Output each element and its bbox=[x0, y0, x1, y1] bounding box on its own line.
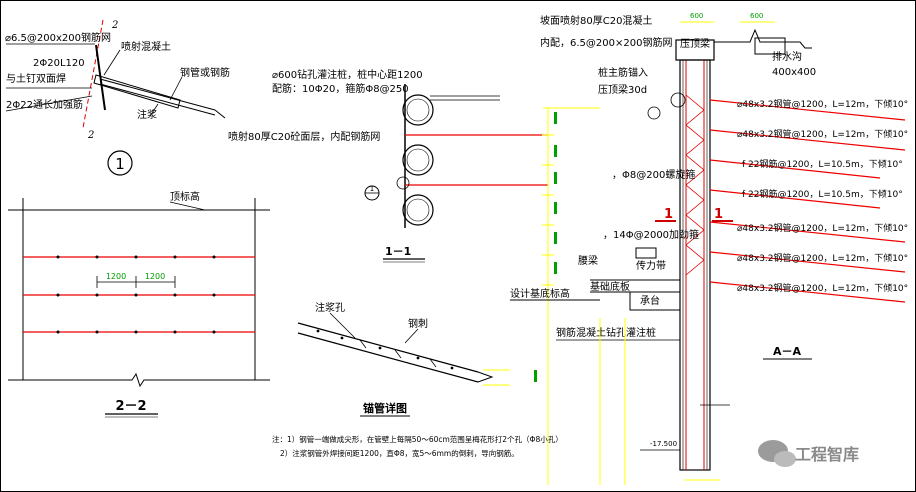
reinforce-label: 2Φ22通长加强筋 bbox=[6, 98, 83, 111]
section-2-2: 顶标高 1200 1200 2－2 bbox=[8, 190, 270, 418]
cut-line bbox=[82, 19, 104, 129]
note-1: 注：1）钢管一端做成尖形，在管壁上每隔50～60cm范围呈梅花形打2个孔（Φ8小… bbox=[272, 434, 563, 444]
cap-label: 承台 bbox=[640, 294, 660, 307]
note-2: 2）注浆钢管外焊接间距1200，直Φ8，宽5～6mm的倒刺，导向钢筋。 bbox=[280, 448, 519, 458]
design-base-label: 设计基底标高 bbox=[510, 287, 570, 300]
detail-marker-label: 1 bbox=[115, 155, 125, 173]
anchor-lines bbox=[709, 99, 906, 303]
leader bbox=[149, 103, 159, 117]
leader bbox=[169, 76, 183, 101]
mesh-label: ⌀6.5@200x200钢筋网 bbox=[5, 31, 111, 44]
steel-pipe bbox=[99, 78, 216, 111]
section-22-title: 2－2 bbox=[115, 399, 146, 414]
mesh-label-aa: 内配，6.5@200×200钢筋网 bbox=[540, 36, 672, 49]
leader bbox=[5, 95, 93, 112]
anchor-label-7: ⌀48x3.2钢管@1200，L=12m，下倾10° bbox=[737, 282, 908, 294]
pipe-tip bbox=[214, 109, 226, 119]
pile-cap bbox=[629, 291, 681, 311]
slope-top-label: 坡面喷射80厚C20混凝土 bbox=[540, 14, 652, 27]
shotcrete-spec: 喷射80厚C20砼面层，内配钢筋网 bbox=[228, 130, 380, 143]
anchor-label-2: ⌀48x3.2钢管@1200，L=12m，下倾10° bbox=[737, 128, 908, 140]
steel-pipe-b bbox=[99, 83, 216, 116]
shotcrete-label: 喷射混凝土 bbox=[121, 40, 171, 53]
anchor-label-1: ⌀48x3.2钢管@1200，L=12m，下倾10° bbox=[737, 98, 908, 110]
pipe-upper bbox=[297, 322, 479, 373]
pipe-detail-title: 锚管详图 bbox=[363, 401, 407, 415]
pipe-tip bbox=[477, 371, 494, 383]
drain-ditch bbox=[754, 37, 786, 55]
section-1-1: ⌀600钻孔灌注桩，桩中心距1200 配筋：10Φ20，箍筋Φ8@250 喷射8… bbox=[228, 68, 548, 263]
watermark-text: 工程智库 bbox=[795, 445, 859, 464]
hoop-label: ，14Φ@2000加劲箍 bbox=[603, 228, 699, 241]
section-marker-label: 1 bbox=[370, 185, 374, 193]
grout-label: 注浆 bbox=[137, 108, 157, 121]
pipe-detail: 注浆孔 钢刺 锚管详图 bbox=[297, 301, 510, 417]
anchor-label-6: ⌀48x3.2钢管@1200，L=12m，下倾10° bbox=[737, 252, 908, 264]
anchor-label-5: ⌀48x3.2钢管@1200，L=12m，下倾10° bbox=[737, 222, 908, 234]
marker-1-left: 1 bbox=[664, 207, 673, 222]
leader bbox=[103, 49, 121, 76]
top-dim-a: 600 bbox=[690, 12, 703, 20]
pipe-lower bbox=[297, 332, 479, 383]
section-11-title: 1－1 bbox=[385, 245, 411, 258]
pile bbox=[402, 144, 434, 176]
break-line bbox=[8, 372, 270, 388]
anchor-label-4: f 22钢筋@1200，L=10.5m，下倾10° bbox=[742, 188, 903, 200]
drain-label: 排水沟 bbox=[772, 50, 802, 63]
pile-body bbox=[679, 59, 711, 471]
pile-label: 钢筋混凝土钻孔灌注桩 bbox=[556, 326, 656, 339]
cap-beam bbox=[675, 39, 715, 61]
pile-circles bbox=[402, 94, 434, 226]
pile bbox=[402, 94, 434, 126]
nail-body bbox=[93, 74, 181, 109]
barb-label: 钢刺 bbox=[408, 317, 428, 330]
cut-label-b: 2 bbox=[87, 130, 94, 141]
dim-2: 1200 bbox=[145, 272, 165, 281]
anchor-label-3: f 22钢筋@1200，L=10.5m，下倾10° bbox=[742, 158, 903, 170]
pile bbox=[402, 194, 434, 226]
section-aa-title: A－A bbox=[773, 345, 802, 358]
waist-beam-label: 腰梁 bbox=[578, 254, 598, 267]
waist-beam bbox=[635, 247, 657, 259]
cut-label-a: 2 bbox=[111, 20, 118, 31]
pile-spec: ⌀600钻孔灌注桩，桩中心距1200 bbox=[272, 68, 423, 81]
anchor-label: 桩主筋锚入 bbox=[598, 66, 648, 79]
spiral-label: ，Φ8@200螺旋箍 bbox=[612, 168, 695, 181]
tie-label: 传力带 bbox=[636, 259, 666, 272]
section-a-a: 600 600 坡面喷射80厚C20混凝土 内配，6.5@200×200钢筋网 … bbox=[510, 12, 908, 485]
cap-beam-label: 压顶梁 bbox=[680, 37, 710, 50]
nail-heads bbox=[56, 255, 216, 334]
floor-label: 基础底板 bbox=[590, 280, 630, 293]
weld-label: 与土钉双面焊 bbox=[6, 72, 66, 85]
pipe-label: 钢管或钢筋 bbox=[180, 66, 230, 79]
detail-1: ⌀6.5@200x200钢筋网 2Φ20L120 与土钉双面焊 2Φ22通长加强… bbox=[5, 19, 230, 176]
wall-face bbox=[95, 44, 106, 111]
spiral-hoop bbox=[685, 94, 705, 276]
watermark: 工程智库 bbox=[758, 440, 859, 467]
steel-beam-label: 2Φ20L120 bbox=[33, 58, 85, 69]
leader bbox=[169, 201, 206, 211]
drain-size: 400x400 bbox=[772, 67, 816, 78]
rebar-spec: 配筋：10Φ20，箍筋Φ8@250 bbox=[272, 82, 409, 95]
dim-1: 1200 bbox=[106, 272, 126, 281]
top-level-label: 顶标高 bbox=[170, 190, 200, 203]
floor-level: -17.500 bbox=[650, 440, 677, 448]
marker-1-right: 1 bbox=[714, 207, 723, 222]
grout-hole-label: 注浆孔 bbox=[315, 301, 345, 314]
top-dim-b: 600 bbox=[750, 12, 763, 20]
ground-line bbox=[714, 28, 812, 49]
detail-marker-circle bbox=[107, 150, 133, 176]
anchor-label-2: 压顶梁30d bbox=[598, 83, 647, 96]
